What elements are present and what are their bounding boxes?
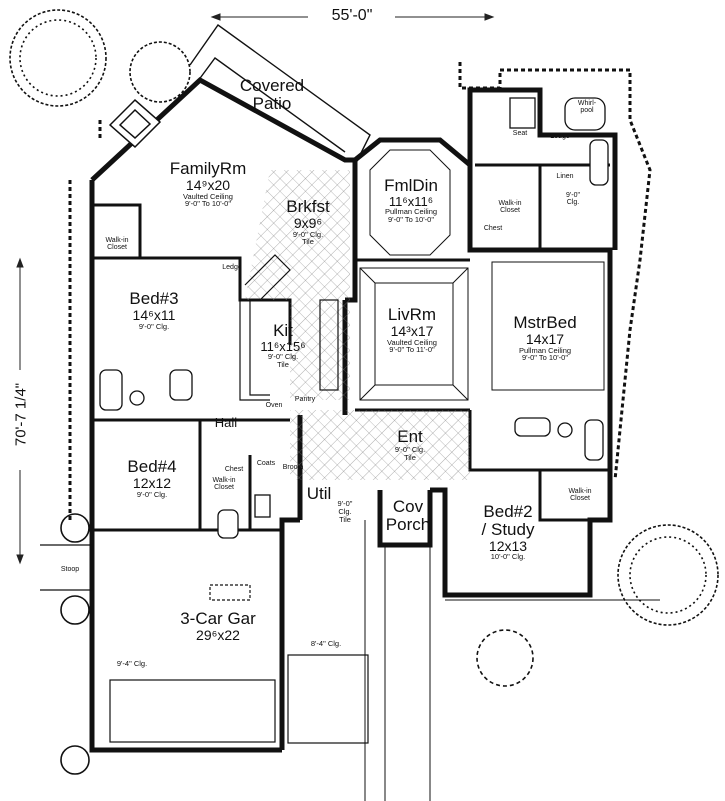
- walkways: [364, 520, 660, 801]
- family-room-label: FamilyRm 14⁹x20 Vaulted Ceiling 9'-0" To…: [170, 160, 247, 208]
- formal-dining-ceiling-height: 9'-0" To 10'-0": [388, 215, 434, 225]
- family-room-ceiling-height: 9'-0" To 10'-0": [185, 199, 231, 209]
- living-room-ceiling-height: 9'-0" To 11'-0": [389, 345, 435, 355]
- ceiling-outlines: [359, 149, 605, 401]
- bed2-label: Bed#2 / Study 12x13 10'-0" Clg.: [482, 503, 535, 561]
- covered-patio: [189, 24, 371, 166]
- garage-details: [40, 544, 369, 744]
- master-bed-name: MstrBed: [513, 313, 577, 332]
- breakfast-name: Brkfst: [286, 197, 330, 216]
- bed2-name: Bed#2: [483, 502, 533, 521]
- kitchen-size: 11⁶x15⁶: [260, 338, 306, 354]
- width-dimension-line: [210, 13, 495, 21]
- family-room-ceiling-type: Vaulted Ceiling: [183, 191, 233, 201]
- master-bed-size: 14x17: [525, 330, 565, 347]
- family-ledge-label: Ledge: [222, 264, 242, 271]
- kitchen-label: Kit 11⁶x15⁶ 9'-0" Clg. Tile: [260, 322, 305, 369]
- covered-patio-line1: Covered: [239, 76, 305, 95]
- garage-ceiling-right: 8'-4" Clg.: [310, 639, 342, 648]
- fireplace: [108, 98, 162, 149]
- bed3-closet-label: Walk-in Closet: [105, 237, 129, 252]
- garage-name: 3-Car Gar: [180, 609, 256, 628]
- bath-ledge-label: Ledge: [550, 133, 570, 140]
- bed4-closet-label: Walk-in Closet: [212, 477, 236, 492]
- bath-ceiling-height: 9'-0": [566, 192, 580, 199]
- seat-label: Seat: [512, 130, 528, 137]
- tile-floor-areas: [245, 170, 470, 480]
- whirlpool-label: Whirl-pool: [577, 100, 597, 115]
- bed4-name: Bed#4: [127, 457, 177, 476]
- formal-dining-ceiling-type: Pullman Ceiling: [384, 207, 438, 217]
- covered-porch-line1: Cov: [392, 497, 424, 516]
- entry-label: Ent 9'-0" Clg. Tile: [395, 428, 425, 462]
- linen-label: Linen: [556, 173, 574, 180]
- depth-dimension-line: [16, 257, 24, 565]
- bed3-ceiling: 9'-0" Clg.: [138, 321, 170, 331]
- covered-porch-line2: Porch: [385, 514, 431, 534]
- bed2-size: 12x13: [488, 537, 528, 554]
- bed3-size: 14⁶x11: [132, 306, 176, 323]
- living-room-label: LivRm 14³x17 Vaulted Ceiling 9'-0" To 11…: [387, 306, 437, 354]
- bed4-chest-label: Chest: [224, 466, 244, 473]
- breakfast-size: 9x9⁶: [293, 214, 323, 231]
- living-room-name: LivRm: [387, 305, 437, 324]
- hall-label: Hall: [214, 415, 238, 430]
- garage-ceiling-left: 9'-4" Clg.: [116, 659, 148, 668]
- breakfast-floor: Tile: [302, 237, 314, 247]
- living-room-size: 14³x17: [390, 322, 434, 339]
- covered-patio-line2: Patio: [252, 93, 292, 113]
- covered-patio-label: Covered Patio: [240, 77, 304, 113]
- master-closet-label: Walk-in Closet: [498, 200, 522, 215]
- family-room-size: 14⁹x20: [185, 176, 231, 193]
- bath-ceiling-label: 9'-0" Clg.: [566, 192, 580, 207]
- living-room-ceiling-type: Vaulted Ceiling: [387, 337, 437, 347]
- oven-label: Oven: [265, 402, 283, 409]
- bed2-closet-label: Walk-in Closet: [568, 488, 592, 503]
- bed2-ceiling: 10'-0" Clg.: [490, 552, 526, 562]
- utility-ceiling-label: Clg.: [338, 506, 352, 516]
- bed2-subname: / Study: [481, 519, 535, 539]
- master-bed-label: MstrBed 14x17 Pullman Ceiling 9'-0" To 1…: [513, 314, 576, 362]
- bed4-size: 12x12: [132, 474, 172, 491]
- garage-label: 3-Car Gar 29⁶x22: [180, 610, 256, 643]
- master-bed-ceiling-height: 9'-0" To 10'-0": [521, 353, 568, 363]
- kitchen-name: Kit: [273, 321, 293, 340]
- covered-porch-label: Cov Porch: [386, 498, 430, 534]
- entry-floor: Tile: [404, 452, 416, 462]
- entry-name: Ent: [397, 427, 423, 446]
- utility-floor: Tile: [339, 514, 351, 524]
- bath-fixtures: [99, 97, 609, 539]
- broom-label: Broom: [282, 464, 304, 471]
- garage-size: 29⁶x22: [196, 626, 240, 643]
- kitchen-cabinets: [239, 254, 339, 401]
- kitchen-ceiling: 9'-0" Clg.: [267, 352, 299, 362]
- breakfast-ceiling: 9'-0" Clg.: [292, 229, 324, 239]
- stoop-label: Stoop: [60, 566, 80, 573]
- entry-ceiling: 9'-0" Clg.: [394, 444, 426, 454]
- utility-name: Util: [306, 484, 332, 503]
- bed3-label: Bed#3 14⁶x11 9'-0" Clg.: [129, 290, 178, 330]
- utility-ceiling-height: 9'-0": [337, 499, 353, 508]
- bed3-name: Bed#3: [129, 289, 179, 308]
- breakfast-label: Brkfst 9x9⁶ 9'-0" Clg. Tile: [286, 198, 329, 246]
- family-room-name: FamilyRm: [169, 159, 247, 178]
- utility-ceiling: 9'-0" Clg. Tile: [338, 500, 353, 524]
- formal-dining-size: 11⁶x11⁶: [388, 193, 434, 209]
- overall-width-label: 55'-0": [331, 7, 373, 24]
- bed4-ceiling: 9'-0" Clg.: [136, 489, 168, 499]
- pantry-label: Pantry: [294, 396, 316, 403]
- master-bed-ceiling-type: Pullman Ceiling: [518, 345, 572, 355]
- kitchen-floor: Tile: [277, 360, 289, 370]
- overall-depth-label: 70'-7 1/4": [12, 382, 30, 447]
- coats-label: Coats: [256, 460, 276, 467]
- formal-dining-name: FmlDin: [384, 176, 438, 195]
- bed4-label: Bed#4 12x12 9'-0" Clg.: [127, 458, 176, 498]
- master-chest-label: Chest: [483, 225, 503, 232]
- bath-ceiling-text: Clg.: [566, 199, 580, 207]
- landscape-shrubs: [9, 9, 719, 775]
- formal-dining-label: FmlDin 11⁶x11⁶ Pullman Ceiling 9'-0" To …: [384, 177, 438, 224]
